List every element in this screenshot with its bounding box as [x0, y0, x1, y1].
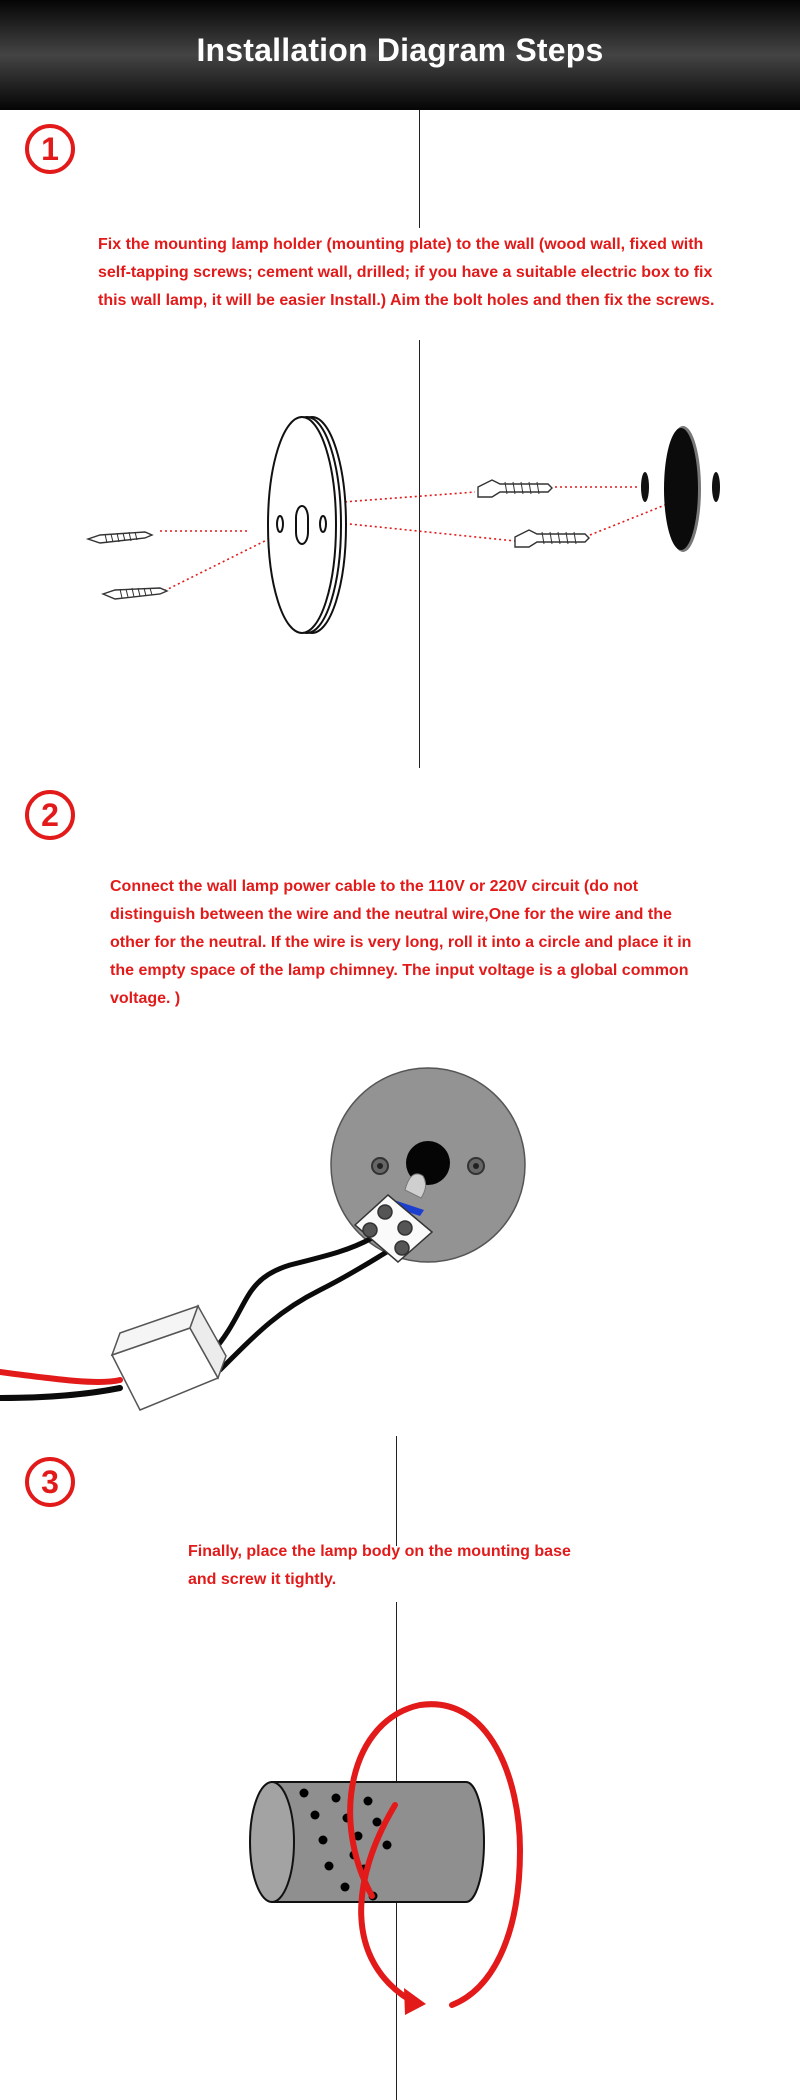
- screw-icon: [101, 587, 169, 600]
- power-wires: [0, 1235, 393, 1401]
- step-1-number: 1: [25, 124, 75, 174]
- step-2-number: 2: [25, 790, 75, 840]
- step-3-divider-top: [396, 1436, 397, 1546]
- step-3-number: 3: [25, 1457, 75, 1507]
- wall-box-icon: [641, 426, 720, 552]
- terminal-block-icon: [353, 1194, 434, 1263]
- header-banner: Installation Diagram Steps: [0, 0, 800, 110]
- screw-icon: [85, 531, 154, 544]
- wall-anchor-icon: [514, 529, 590, 548]
- step-1-divider-bottom: [419, 340, 420, 768]
- step-1-text: Fix the mounting lamp holder (mounting p…: [98, 236, 715, 309]
- step-2-text: Connect the wall lamp power cable to the…: [110, 878, 692, 1007]
- step-1-divider-top: [419, 110, 420, 228]
- wall-anchor-icon: [477, 479, 553, 498]
- page-title: Installation Diagram Steps: [196, 32, 604, 68]
- step-2-illustration: [0, 1067, 526, 1411]
- step-3-text: Finally, place the lamp body on the moun…: [188, 1543, 571, 1588]
- step-1-illustration: [85, 416, 720, 634]
- rotate-arrow-icon: [347, 1701, 524, 2008]
- arrow-head-icon: [404, 1988, 426, 2015]
- connector-box-icon: [110, 1304, 227, 1411]
- mounting-plate: [267, 416, 347, 634]
